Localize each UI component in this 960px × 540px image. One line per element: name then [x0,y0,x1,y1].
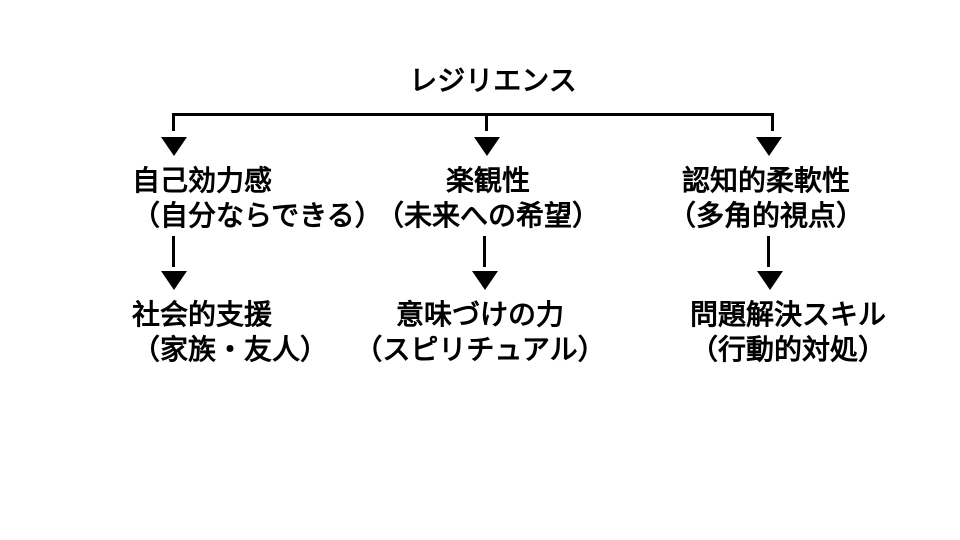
branch-sublabel: （自分ならできる） [132,200,383,231]
branch-node-self-efficacy: 自己効力感 （自分ならできる） [132,163,383,233]
child-sublabel: （スピリチュアル） [354,334,606,365]
child-node-problem-solving: 問題解決スキル （行動的対処） [690,297,886,367]
branch-sublabel: （未来への希望） [375,200,601,231]
down-arrowhead-icon [161,271,187,290]
branch-label: 自己効力感 [132,165,273,196]
branch-label: 楽観性 [445,165,531,196]
child-node-meaning-making: 意味づけの力 （スピリチュアル） [354,297,605,367]
child-sublabel: （家族・友人） [132,334,329,365]
connector-center-stem [483,236,486,267]
connector-left-stem [172,236,175,267]
branch-sublabel: （多角的視点） [667,200,865,231]
connector-top-right-drop [771,113,774,131]
branch-label: 認知的柔軟性 [681,165,851,196]
connector-right-stem [767,236,770,267]
down-arrowhead-icon [472,271,498,290]
down-arrowhead-icon [474,137,500,156]
diagram-title: レジリエンス [409,65,577,96]
branch-node-cognitive-flexibility: 認知的柔軟性 （多角的視点） [668,163,864,233]
child-label: 意味づけの力 [395,299,565,330]
child-sublabel: （行動的対処） [689,334,887,365]
down-arrowhead-icon [161,137,187,156]
branch-node-optimism: 楽観性 （未来への希望） [376,163,600,233]
down-arrowhead-icon [757,271,783,290]
child-node-social-support: 社会的支援 （家族・友人） [132,297,328,367]
connector-top-horizontal [172,113,774,116]
connector-top-left-drop [172,113,175,131]
child-label: 社会的支援 [132,299,273,330]
down-arrowhead-icon [756,137,782,156]
child-label: 問題解決スキル [689,299,887,330]
connector-top-center-drop [485,113,488,131]
